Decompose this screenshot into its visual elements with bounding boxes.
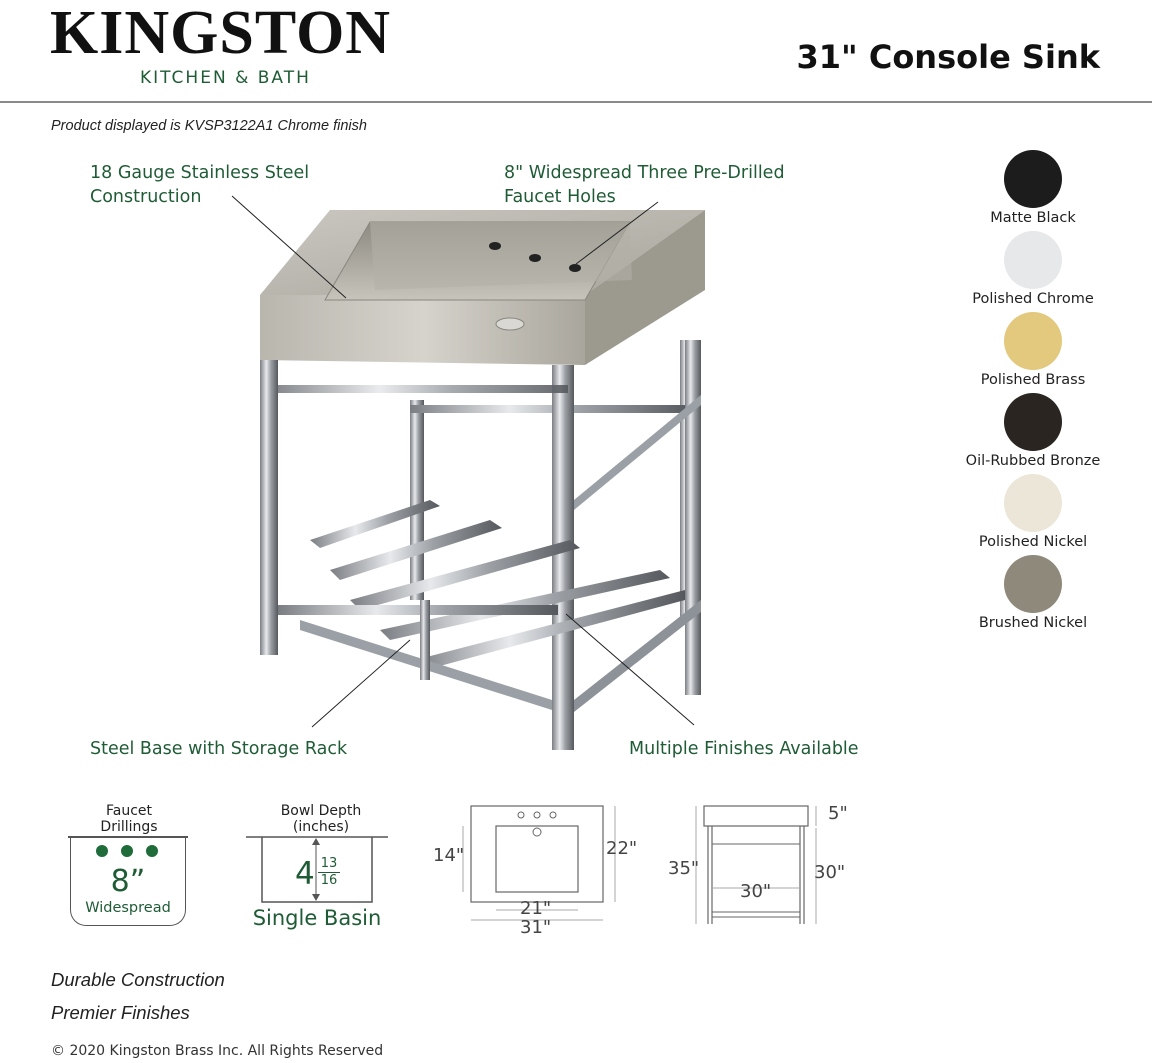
swatch-polished-brass (1004, 312, 1062, 370)
drillings-top-edge (68, 836, 188, 838)
finish-label: Polished Chrome (972, 291, 1094, 307)
bowl-depth-sub: Single Basin (252, 906, 382, 930)
callout-finishes: Multiple Finishes Available (629, 739, 859, 759)
dim-top-width: 31" (520, 917, 552, 938)
swatch-brushed-nickel (1004, 555, 1062, 613)
drillings-box (70, 838, 186, 926)
brand-logo: KINGSTON KITCHEN & BATH (50, 2, 430, 88)
bowl-depth-numerator: 13 (318, 856, 340, 873)
dim-side-width: 30" (740, 881, 772, 902)
top-view-drawing (462, 805, 616, 921)
bowl-depth-fraction: 13 16 (318, 856, 340, 889)
callout-base: Steel Base with Storage Rack (90, 739, 348, 759)
swatch-polished-nickel (1004, 474, 1062, 532)
finish-brushed-nickel[interactable]: Brushed Nickel (960, 555, 1106, 631)
swatch-polished-chrome (1004, 231, 1062, 289)
dim-top-depth: 14" (433, 845, 465, 866)
product-note: Product displayed is KVSP3122A1 Chrome f… (51, 118, 367, 134)
dim-side-height: 30" (814, 862, 846, 883)
brand-name: KINGSTON (50, 0, 392, 67)
finish-label: Polished Nickel (978, 534, 1088, 550)
side-view-drawing (695, 805, 817, 924)
dim-side-top: 5" (828, 803, 848, 824)
finish-label: Polished Brass (980, 372, 1086, 388)
drillings-sub: Widespread (85, 900, 171, 916)
swatch-matte-black (1004, 150, 1062, 208)
finish-label: Matte Black (990, 210, 1076, 226)
page-title: 31" Console Sink (796, 38, 1100, 76)
finish-label: Brushed Nickel (978, 615, 1088, 631)
dim-top-height: 22" (606, 838, 638, 859)
finish-polished-nickel[interactable]: Polished Nickel (960, 474, 1106, 550)
feature-finishes: Premier Finishes (51, 1002, 190, 1023)
bowl-depth-label: Bowl Depth (inches) (280, 803, 362, 835)
bowl-depth-denominator: 16 (320, 873, 338, 888)
finish-polished-brass[interactable]: Polished Brass (960, 312, 1106, 388)
feature-durable: Durable Construction (51, 969, 225, 990)
drillings-value: 8” (110, 864, 146, 899)
dim-top-width-inner: 21" (520, 898, 552, 919)
finish-oil-rubbed-bronze[interactable]: Oil-Rubbed Bronze (960, 393, 1106, 469)
drillings-label: Faucet Drillings (100, 803, 158, 835)
callout-construction: 18 Gauge Stainless Steel Construction (90, 163, 310, 207)
bowl-diagram (246, 836, 388, 903)
header-divider (0, 101, 1152, 103)
bowl-depth-whole: 4 (295, 856, 315, 892)
faucet-hole-dot (146, 845, 158, 857)
console-sink-illustration (260, 210, 705, 750)
finish-polished-chrome[interactable]: Polished Chrome (960, 231, 1106, 307)
faucet-hole-dot (121, 845, 133, 857)
finish-matte-black[interactable]: Matte Black (960, 150, 1106, 226)
finish-label: Oil-Rubbed Bronze (965, 453, 1101, 469)
brand-tagline: KITCHEN & BATH (140, 68, 311, 88)
dim-side-total: 35" (668, 858, 700, 879)
faucet-hole-dot (96, 845, 108, 857)
swatch-oil-rubbed-bronze (1004, 393, 1062, 451)
copyright: © 2020 Kingston Brass Inc. All Rights Re… (51, 1043, 384, 1059)
